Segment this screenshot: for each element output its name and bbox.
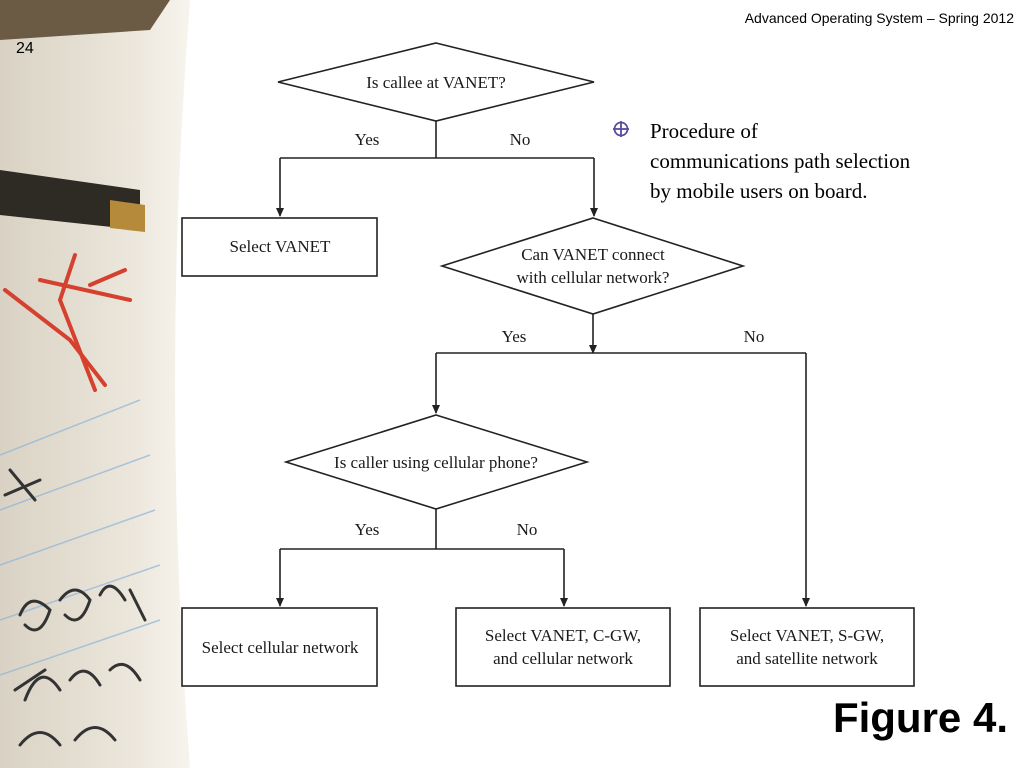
outcome-select-vanet-cgw: [455, 607, 671, 687]
decision-vanet-connect-cellular: [439, 217, 746, 315]
outcome-select-cellular: [181, 607, 378, 687]
outcome-select-vanet: [181, 217, 378, 277]
notebook-paper-image: [0, 0, 190, 768]
outcome-3-text-line1: Select VANET, C-GW,: [485, 626, 641, 645]
bullet-text: Procedure of communications path selecti…: [650, 116, 910, 206]
label-d3-yes: Yes: [355, 520, 380, 539]
bullet-point: Procedure of communications path selecti…: [612, 116, 992, 206]
outcome-4-text-line1: Select VANET, S-GW,: [730, 626, 884, 645]
decision-3-text: Is caller using cellular phone?: [334, 453, 538, 472]
label-d1-no: No: [510, 130, 531, 149]
outcome-2-text: Select cellular network: [202, 638, 359, 657]
bullet-line-1: Procedure of: [650, 119, 758, 143]
bullet-line-2: communications path selection: [650, 149, 911, 173]
slide-number: 24: [16, 40, 34, 57]
decision-2-text-line2: with cellular network?: [517, 268, 670, 287]
label-d2-no: No: [744, 327, 765, 346]
figure-label: Figure 4.: [832, 694, 1008, 741]
slide-header: Advanced Operating System – Spring 2012: [744, 10, 1014, 26]
label-d2-yes: Yes: [502, 327, 527, 346]
decision-2-text-line1: Can VANET connect: [521, 245, 665, 264]
crosshair-bullet-icon: [613, 121, 629, 137]
decision-1-text: Is callee at VANET?: [366, 73, 506, 92]
outcome-3-text-line2: and cellular network: [493, 649, 633, 668]
outcome-select-vanet-sgw: [699, 607, 915, 687]
label-d3-no: No: [517, 520, 538, 539]
bullet-line-3: by mobile users on board.: [650, 179, 868, 203]
label-d1-yes: Yes: [355, 130, 380, 149]
outcome-4-text-line2: and satellite network: [736, 649, 878, 668]
outcome-1-text: Select VANET: [230, 237, 332, 256]
